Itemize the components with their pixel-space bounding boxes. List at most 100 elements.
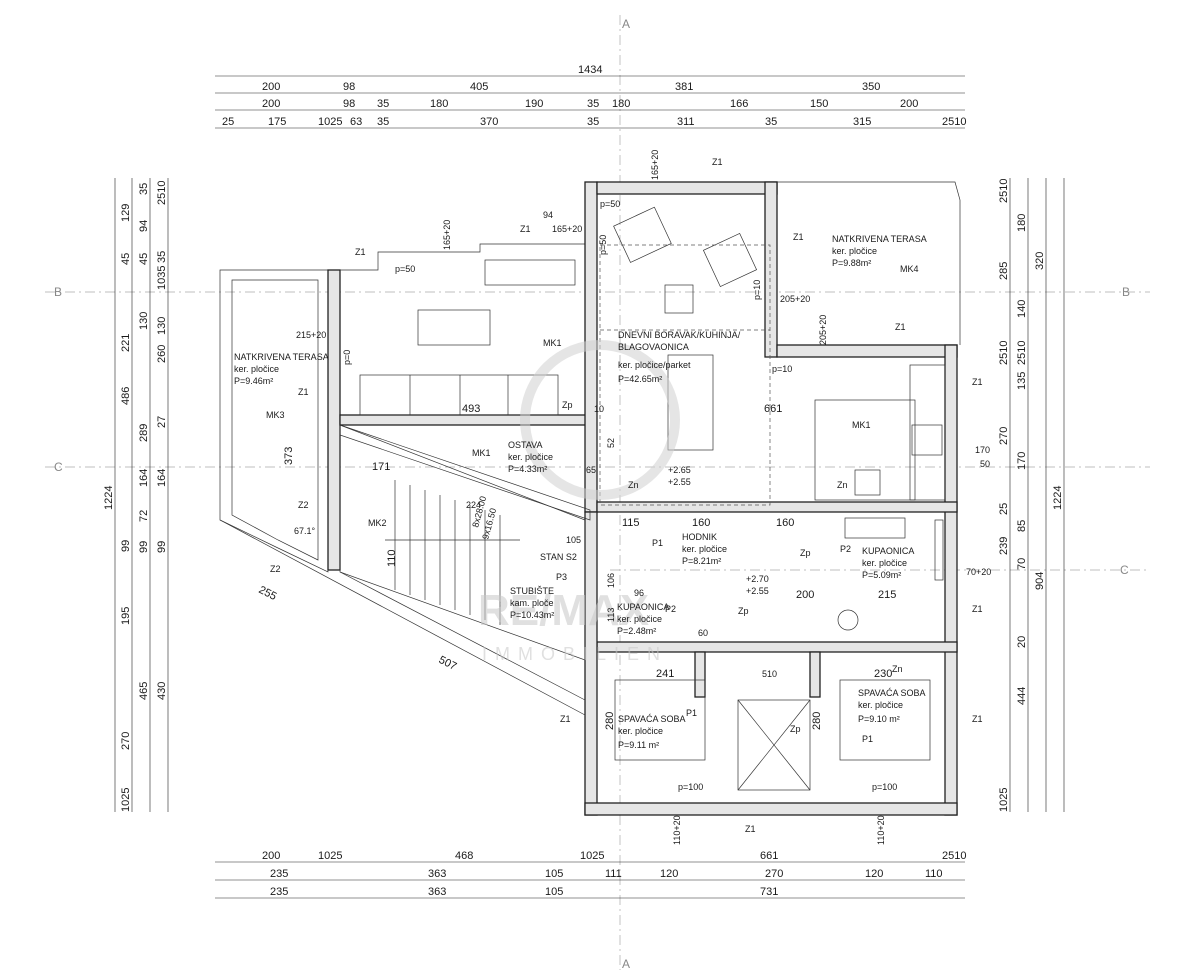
dim-right-r2-8: 85 (1016, 520, 1028, 532)
zp-d: Zp (790, 724, 801, 734)
n224: 224 (466, 500, 481, 510)
watermark: RE/MAX IMMOBILIEN (478, 340, 680, 664)
win-215: 215+20 (296, 330, 326, 340)
dim-bot-r1-2: 468 (455, 850, 473, 862)
dim-top-r2-4: 190 (525, 98, 543, 110)
diag-255: 255 (257, 584, 279, 603)
lvl-2: +2.55 (668, 477, 691, 487)
dim-bot-r3-2: 105 (545, 886, 563, 898)
ostava-floor: ker. pločice (508, 452, 553, 462)
z1-d: Z1 (793, 232, 804, 242)
zn-c: Zn (892, 664, 903, 674)
win-205-a: 205+20 (780, 294, 810, 304)
dim-right-r2-0: 180 (1016, 214, 1028, 232)
dim-left-r2-8: 72 (138, 510, 150, 522)
dim-right-2510b: 2510 (998, 341, 1010, 365)
n60: 60 (698, 628, 708, 638)
stubiste-floor: kam. ploče (510, 598, 554, 608)
kitchen-tag: MK1 (852, 420, 871, 430)
living-name1: DNEVNI BORAVAK/KUHINJA/ (618, 330, 741, 340)
dim-bot-r1-0: 200 (262, 850, 280, 862)
win-165-b: 165+20 (552, 224, 582, 234)
kupaonica-r-area: P=5.09m² (862, 570, 901, 580)
kupaonica-r-name: KUPAONICA (862, 546, 914, 556)
win-110-b: 110+20 (876, 815, 886, 845)
n230: 230 (874, 668, 892, 680)
spavaca-l-floor: ker. pločice (618, 726, 663, 736)
dim-top-r2-6: 180 (612, 98, 630, 110)
dim-top-r3-7: 311 (677, 116, 695, 128)
win-165-a: 165+20 (442, 220, 452, 250)
p10-2: p=10 (772, 364, 792, 374)
room-terasa-right: NATKRIVENA TERASA ker. pločice P=9.88m² … (832, 234, 927, 274)
n52: 52 (606, 438, 616, 448)
zp-c: Zp (738, 606, 749, 616)
p50-3: p=50 (598, 235, 608, 255)
dim-top-r3-3: 63 (350, 116, 362, 128)
dim-top-r2-0: 200 (262, 98, 280, 110)
dim-left-r3-2: 35 (156, 251, 168, 263)
terasa-left-floor: ker. pločice (234, 364, 279, 374)
dim-right-r3-0: 320 (1034, 252, 1046, 270)
dim-bot-r1-4: 661 (760, 850, 778, 862)
stan-label: STAN S2 (540, 552, 577, 562)
terasa-right-floor: ker. pločice (832, 246, 877, 256)
dim-top-r2-8: 150 (810, 98, 828, 110)
n280-b: 280 (811, 712, 823, 730)
dim-top-total: 1434 (578, 64, 602, 76)
dim-bot-r2-0: 235 (270, 868, 288, 880)
dim-top-r2-1: 98 (343, 98, 355, 110)
dim-top-r1-3: 381 (675, 81, 693, 93)
dim-top-r3-1: 175 (268, 116, 286, 128)
dim-top-r1-2: 405 (470, 81, 488, 93)
axis-b-right: B (1122, 285, 1130, 299)
dim-right-total-r: 2510 (998, 179, 1010, 203)
dim-top-r3-0: 25 (222, 116, 234, 128)
ostava-tag: MK1 (472, 448, 491, 458)
dim-left-r2-9: 99 (138, 541, 150, 553)
dim-left-r1-5: 270 (120, 732, 132, 750)
dim-left-r2-6: 27 (156, 416, 168, 428)
kupaonica-r-tag: P2 (840, 544, 851, 554)
dim-top-r3-10: 2510 (942, 116, 966, 128)
spavaca-r-area: P=9.10 m² (858, 714, 900, 724)
dim-left-r2-11: 1025 (120, 788, 132, 812)
hodnik-tag: P1 (652, 538, 663, 548)
dim-left-r1-0: 221 (120, 334, 132, 352)
p100-2: p=100 (872, 782, 897, 792)
n96: 96 (634, 588, 644, 598)
stubiste-area: P=10.43m² (510, 610, 554, 620)
win-165-c: 165+20 (650, 150, 660, 180)
n510: 510 (762, 669, 777, 679)
living-area: P=42.65m² (618, 374, 662, 384)
stubiste-name: STUBIŠTE (510, 586, 554, 596)
z1-i: Z1 (745, 824, 756, 834)
dim-top-r3-8: 35 (765, 116, 777, 128)
n94: 94 (543, 210, 553, 220)
kupaonica-l-name: KUPAONICA (617, 602, 669, 612)
n373: 373 (283, 447, 295, 465)
room-ostava: OSTAVA ker. pločice P=4.33m² MK1 (472, 440, 553, 474)
z2-b: Z2 (270, 564, 281, 574)
dim-left-r2-4: 130 (138, 312, 150, 330)
angle: 67.1° (294, 526, 316, 536)
hodnik-floor: ker. pločice (682, 544, 727, 554)
dim-left-r1-1: 486 (120, 387, 132, 405)
dim-left-r3-5: 164 (138, 469, 150, 487)
n65: 65 (586, 465, 596, 475)
dim-left-r3-4: 130 (156, 317, 168, 335)
dim-right-r2-9: 70 (1016, 558, 1028, 570)
dim-bot-r2-5: 270 (765, 868, 783, 880)
n110: 110 (386, 549, 398, 567)
dim-top-r3-4: 35 (377, 116, 389, 128)
dim-left-r2-3: 45 (138, 253, 150, 265)
mk2-tag: MK2 (368, 518, 387, 528)
n493: 493 (462, 403, 480, 415)
watermark-brand: RE/MAX (478, 586, 649, 635)
n215: 215 (878, 589, 896, 601)
dim-right-r2-6: 170 (1016, 452, 1028, 470)
dim-top-r3-9: 315 (853, 116, 871, 128)
dim-top-r2-7: 166 (730, 98, 748, 110)
dim-right-r2-5: 270 (998, 427, 1010, 445)
n280-a: 280 (604, 712, 616, 730)
